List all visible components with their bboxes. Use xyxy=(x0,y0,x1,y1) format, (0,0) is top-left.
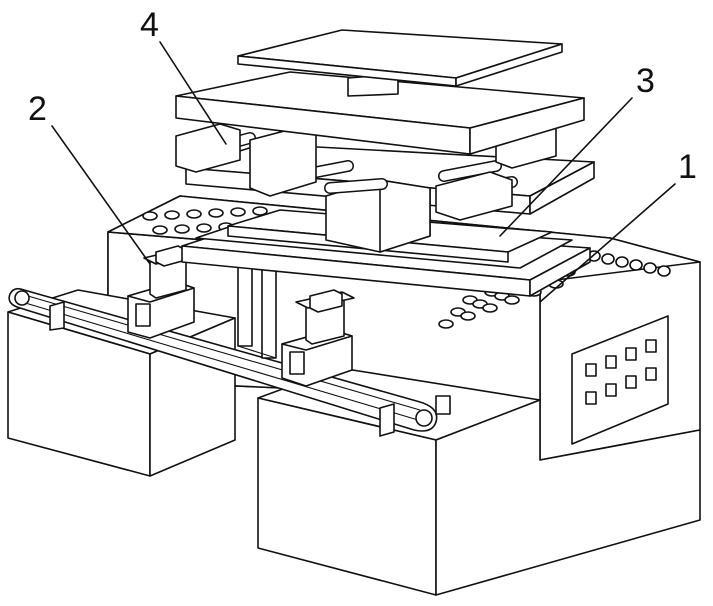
panel-key xyxy=(606,356,616,368)
panel-key xyxy=(606,384,616,396)
roller xyxy=(658,266,670,276)
roller xyxy=(461,312,475,320)
roller xyxy=(143,212,157,220)
panel-key xyxy=(626,348,636,360)
roller xyxy=(197,224,211,232)
callout-4: 4 xyxy=(140,6,159,44)
roller xyxy=(175,225,189,233)
leader-2 xyxy=(52,126,150,264)
roller xyxy=(187,210,201,218)
cylinder-fill xyxy=(330,184,382,188)
callout-3: 3 xyxy=(636,62,655,100)
roller xyxy=(602,254,614,264)
panel-key xyxy=(626,376,636,388)
roller xyxy=(644,263,656,273)
roller xyxy=(439,320,453,328)
roller xyxy=(483,304,497,312)
roller xyxy=(153,226,167,234)
roller xyxy=(505,296,519,304)
callout-2: 2 xyxy=(28,90,47,128)
roller xyxy=(209,209,223,217)
roller xyxy=(165,211,179,219)
panel-key xyxy=(646,340,656,352)
panel-key xyxy=(586,364,596,376)
roller xyxy=(630,260,642,270)
roller xyxy=(616,257,628,267)
callout-1: 1 xyxy=(678,148,697,186)
roller xyxy=(253,207,267,215)
roller xyxy=(231,208,245,216)
panel-key xyxy=(646,368,656,380)
panel-key xyxy=(586,392,596,404)
